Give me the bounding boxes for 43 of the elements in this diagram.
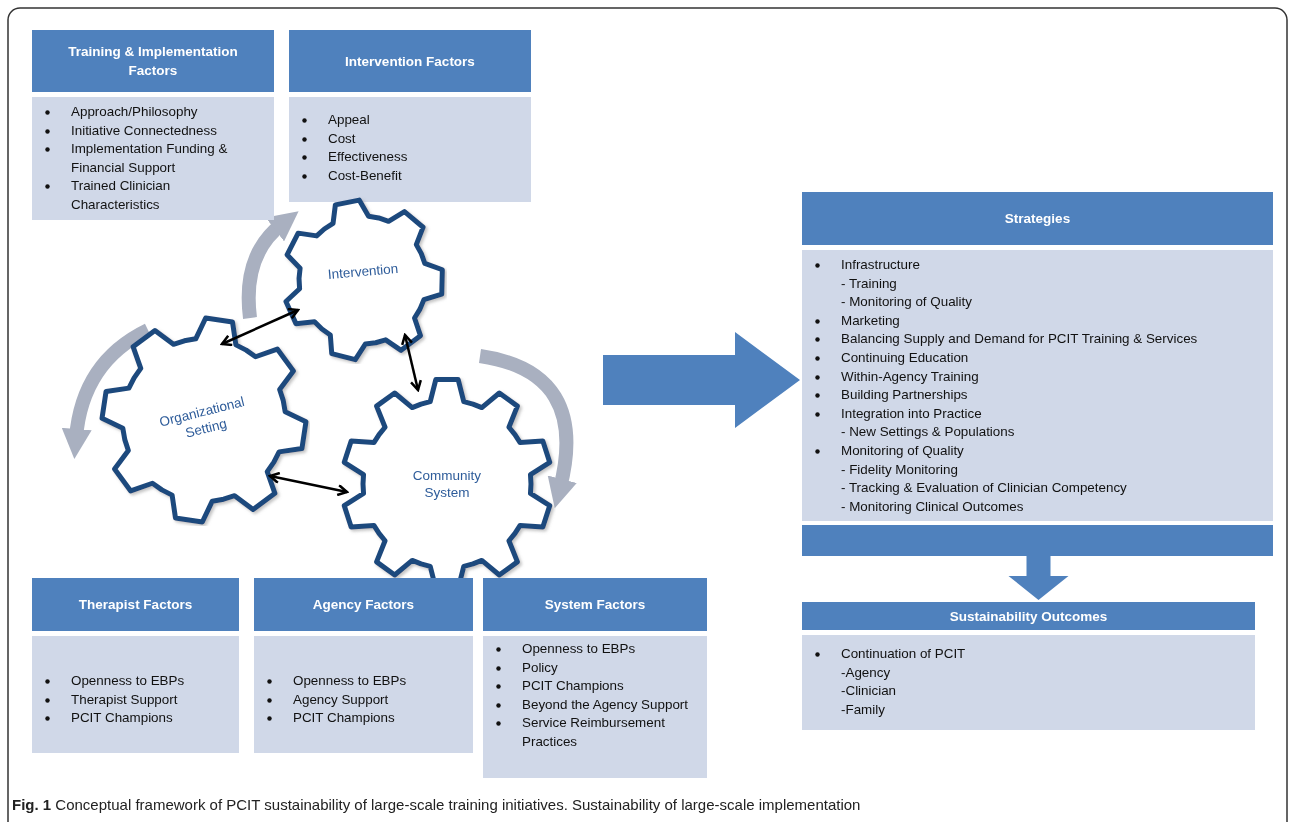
panel-heading: Therapist Factors [32, 578, 239, 631]
list-item: Monitoring of Quality - Fidelity Monitoring - Tracking & Evaluation of Clinician Competency - Monitoring Clinical Outcomes [802, 441, 1273, 517]
figure-caption: Fig. 1 Conceptual framework of PCIT sustainability of large-scale training initiatives. Sustainability of large-scale implementation [12, 796, 861, 813]
panel-heading: Intervention Factors [289, 30, 531, 92]
panel-heading: System Factors [483, 578, 707, 631]
double-arrow [268, 471, 349, 497]
list-item: Openness to EBPs [483, 640, 707, 659]
list-item: Continuation of PCIT -Agency -Clinician -Family [802, 645, 1255, 720]
list-item: PCIT Champions [32, 709, 239, 728]
list-item: Continuing Education [802, 348, 1273, 368]
list-item: Service Reimbursement Practices [483, 714, 707, 752]
list-item: Openness to EBPs [32, 672, 239, 691]
list-item: PCIT Champions [254, 709, 473, 728]
panel-heading: Agency Factors [254, 578, 473, 631]
block-arrow [802, 525, 1273, 600]
list-item: Infrastructure - Training - Monitoring of Quality [802, 256, 1273, 312]
list-item: Effectiveness [289, 148, 531, 167]
panel-heading: Strategies [802, 192, 1273, 245]
double-arrow [400, 333, 423, 392]
panel-heading: Sustainability Outcomes [802, 602, 1255, 630]
list-item: Building Partnerships [802, 386, 1273, 405]
list-item: Beyond the Agency Support [483, 695, 707, 715]
list-item: Cost [289, 129, 531, 149]
list-item: Approach/Philosophy [32, 103, 244, 122]
block-arrow [603, 332, 800, 428]
list-item: Therapist Support [32, 690, 239, 710]
list-item: Integration into Practice - New Settings & Populations [802, 404, 1273, 442]
panel-heading: Training & Implementation Factors [32, 30, 274, 92]
list-item: Policy [483, 658, 707, 678]
list-item: PCIT Champions [483, 677, 707, 696]
list-item: Appeal [289, 111, 531, 130]
list-item: Balancing Supply and Demand for PCIT Training & Services [802, 330, 1273, 349]
list-item: Marketing [802, 311, 1273, 331]
list-item: Trained Clinician Characteristics [32, 177, 244, 215]
list-item: Cost-Benefit [289, 166, 531, 186]
gear-label: Intervention [326, 259, 400, 285]
list-item: Openness to EBPs [254, 672, 473, 691]
gear-label: Community System [411, 467, 483, 501]
double-arrow [220, 307, 300, 347]
list-item: Agency Support [254, 690, 473, 710]
list-item: Within-Agency Training [802, 367, 1273, 387]
list-item: Initiative Connectedness [32, 121, 244, 141]
list-item: Implementation Funding & Financial Support [32, 140, 244, 178]
